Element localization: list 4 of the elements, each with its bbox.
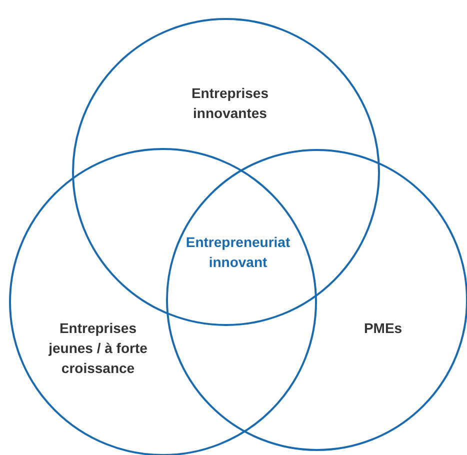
intersection-label: Entrepreneuriat innovant (184, 233, 292, 272)
set-label: Entreprises innovantes (190, 84, 270, 123)
set-label: Entreprises jeunes / à forte croissance (48, 319, 148, 378)
set-label: PMEs (362, 319, 404, 338)
